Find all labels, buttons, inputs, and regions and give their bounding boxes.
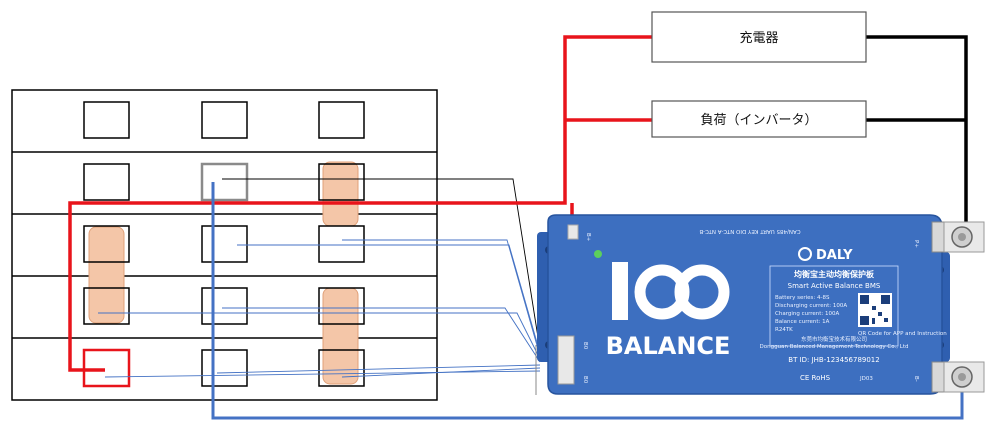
cell-terminal [83, 163, 130, 201]
cell-terminal-negative [200, 162, 249, 202]
spec-panel [769, 265, 899, 347]
qr-finder [860, 316, 869, 325]
bolt-center [958, 233, 966, 241]
p-plus-label: P+ [913, 240, 919, 248]
sense-wire [342, 239, 541, 357]
charger-label: 充電器 [739, 30, 778, 46]
bt-id: BT ID: JHB-123456789012 [788, 356, 879, 364]
spec-line: Discharging current: 100A [775, 303, 847, 309]
b-plus-connector [567, 224, 579, 240]
title-en: Smart Active Balance BMS [788, 282, 881, 290]
qr-module [884, 318, 888, 322]
positive-wire [68, 35, 652, 372]
cell-terminal [201, 225, 248, 263]
cell-terminal-positive [82, 348, 131, 388]
busbar [88, 226, 125, 324]
busbar [322, 161, 359, 227]
sense-wire [222, 178, 541, 351]
spec-line: Balance current: 1A [775, 319, 830, 325]
output-wire-charger [866, 35, 968, 236]
spec-line: R24TK [775, 327, 793, 333]
load-label: 負荷（インバータ） [700, 113, 817, 128]
cert-marks: CE RoHS [800, 374, 831, 382]
balance-connector [557, 335, 575, 385]
b-plus-label: B+ [585, 233, 591, 242]
logo-ring [674, 264, 730, 320]
sense-wire [222, 307, 541, 363]
spec-line: Battery series: 4-8S [775, 295, 830, 301]
charger: 充電器 [651, 11, 867, 63]
bolt-center [958, 373, 966, 381]
daly-logo-icon [798, 247, 812, 261]
terminal-bracket [931, 361, 945, 393]
terminal-bracket [931, 221, 945, 253]
daly-brand: DALY [798, 247, 853, 263]
load-box [651, 100, 867, 138]
title-cn: 均衡宝主动均衡保护板 [794, 269, 875, 279]
qr-module [872, 306, 876, 310]
company-en: Dongguan Balanced Management Technology … [760, 344, 909, 350]
company-cn: 东莞市均衡宝技术有限公司 [801, 335, 867, 343]
logo-word: BALANCE [606, 332, 731, 360]
p-plus-terminal [931, 221, 985, 253]
cell-terminal [201, 349, 248, 387]
cell-terminal [318, 349, 365, 387]
brand-name: DALY [816, 248, 853, 263]
status-led [594, 250, 602, 258]
charger-box [651, 11, 867, 63]
balance-logo: BALANCE [606, 262, 731, 360]
load: 負荷（インバータ） [651, 100, 867, 138]
cell-terminal [83, 101, 130, 139]
sense-wire [216, 364, 541, 374]
balance-sense-wires [98, 178, 541, 395]
sense-wire [237, 244, 541, 354]
qr-module [878, 312, 882, 316]
model-code: JD03 [859, 376, 873, 382]
cell-terminal [318, 163, 365, 201]
b-minus-label: B- [913, 376, 919, 382]
cell-terminal [83, 225, 130, 263]
logo-digit-one [612, 262, 628, 320]
bms-board: CAN/485 UART KEY DIO NTC-A NTC-B B+ B0 B… [537, 214, 950, 395]
b-minus-terminal [931, 361, 985, 393]
spec-line: Charging current: 100A [775, 311, 840, 317]
qr-module [872, 318, 875, 324]
negative-wire [211, 182, 964, 420]
qr-finder [860, 295, 869, 304]
cell-terminal [318, 287, 365, 325]
b0-label-lower: B0 [582, 376, 588, 384]
qr-code-icon [858, 293, 892, 327]
sense-wire [104, 370, 541, 378]
qr-finder [881, 295, 890, 304]
sense-wire [98, 312, 541, 360]
bms-pin-labels: CAN/485 UART KEY DIO NTC-A NTC-B [699, 228, 800, 234]
cell-terminal [83, 287, 130, 325]
cell-terminal [318, 225, 365, 263]
b0-label: B0 [582, 342, 588, 350]
qr-note: QR Code for APP and Instruction [858, 331, 947, 337]
cell-terminal [201, 287, 248, 325]
cell-terminal [318, 101, 365, 139]
cell-terminal [201, 101, 248, 139]
